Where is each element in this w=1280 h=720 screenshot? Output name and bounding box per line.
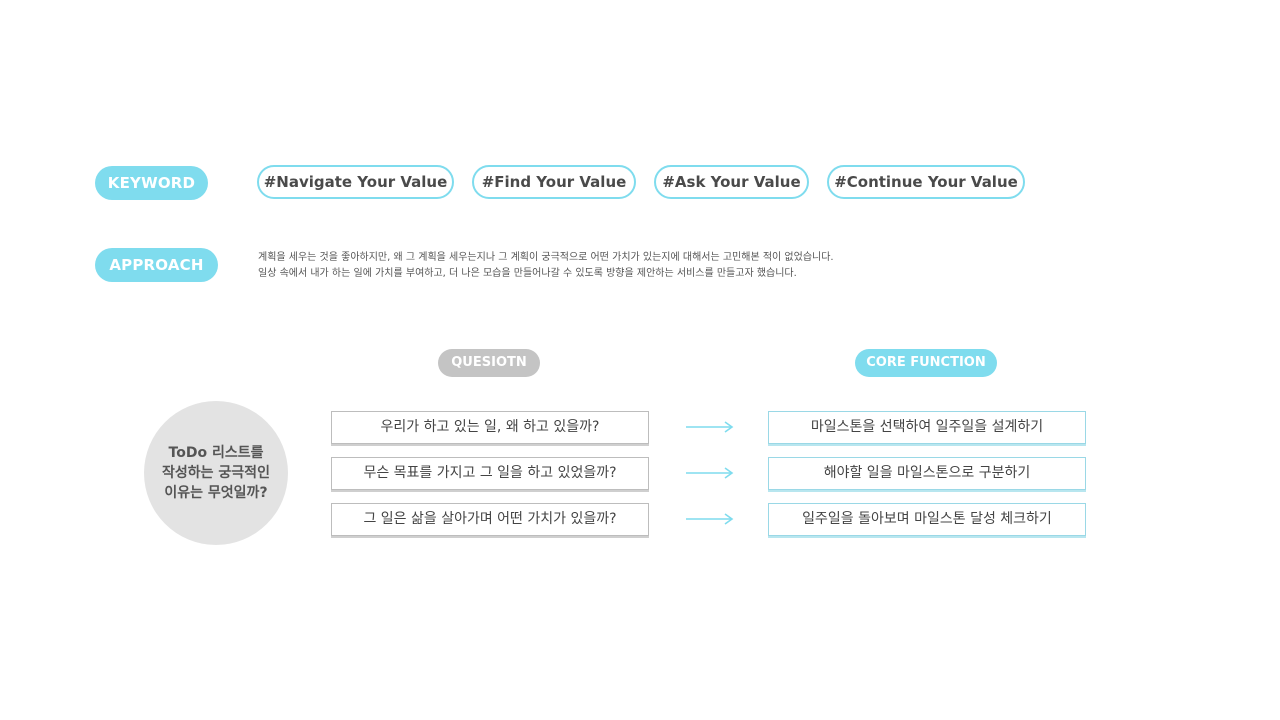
- keyword-tag-ask: #Ask Your Value: [654, 165, 809, 199]
- approach-line-1: 계획을 세우는 것을 좋아하지만, 왜 그 계획을 세우는지나 그 계획이 궁극…: [258, 252, 834, 263]
- central-question-line-1: ToDo 리스트를: [168, 445, 264, 461]
- approach-line-2: 일상 속에서 내가 하는 일에 가치를 부여하고, 더 나은 모습을 만들어나갈…: [258, 268, 797, 279]
- arrow-right-icon: [686, 513, 734, 525]
- question-header: QUESIOTN: [438, 349, 540, 377]
- arrow-right-icon: [686, 467, 734, 479]
- keyword-tag-continue: #Continue Your Value: [827, 165, 1025, 199]
- core-function-header: CORE FUNCTION: [855, 349, 997, 377]
- arrow-right-icon: [686, 421, 734, 433]
- function-box-2: 해야할 일을 마일스톤으로 구분하기: [768, 457, 1086, 490]
- central-question-text: ToDo 리스트를 작성하는 궁극적인 이유는 무엇일까?: [162, 443, 270, 503]
- keyword-label: KEYWORD: [95, 166, 208, 200]
- approach-description: 계획을 세우는 것을 좋아하지만, 왜 그 계획을 세우는지나 그 계획이 궁극…: [258, 250, 898, 282]
- function-box-3: 일주일을 돌아보며 마일스톤 달성 체크하기: [768, 503, 1086, 536]
- question-box-1: 우리가 하고 있는 일, 왜 하고 있을까?: [331, 411, 649, 444]
- keyword-tag-find: #Find Your Value: [472, 165, 636, 199]
- central-question-circle: ToDo 리스트를 작성하는 궁극적인 이유는 무엇일까?: [144, 401, 288, 545]
- keyword-tag-navigate: #Navigate Your Value: [257, 165, 454, 199]
- question-box-3: 그 일은 삶을 살아가며 어떤 가치가 있을까?: [331, 503, 649, 536]
- central-question-line-2: 작성하는 궁극적인: [162, 465, 270, 481]
- function-box-1: 마일스톤을 선택하여 일주일을 설계하기: [768, 411, 1086, 444]
- central-question-line-3: 이유는 무엇일까?: [164, 485, 268, 501]
- question-box-2: 무슨 목표를 가지고 그 일을 하고 있었을까?: [331, 457, 649, 490]
- approach-label: APPROACH: [95, 248, 218, 282]
